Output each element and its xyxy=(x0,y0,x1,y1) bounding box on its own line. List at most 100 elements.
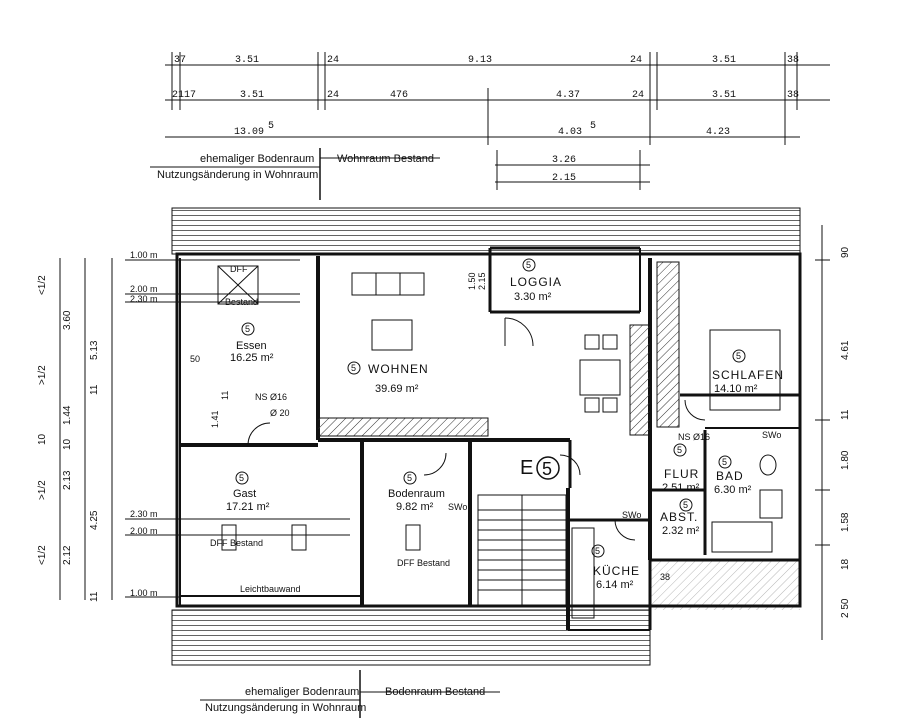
svg-text:38: 38 xyxy=(660,572,670,582)
dim-423: 4.23 xyxy=(706,127,730,138)
svg-text:FLUR: FLUR xyxy=(664,467,699,481)
top-dimension-labels: 37 3.51 24 9.13 24 3.51 38 21 17 3.51 24… xyxy=(172,55,799,184)
svg-text:5: 5 xyxy=(722,457,727,467)
svg-text:5: 5 xyxy=(595,546,600,556)
staircase xyxy=(477,494,567,606)
kitchen-block xyxy=(571,527,595,619)
bottom-note: ehemaliger Bodenraum Nutzungsänderung in… xyxy=(200,670,500,718)
svg-text:NS Ø16: NS Ø16 xyxy=(255,392,287,402)
dim-351-d: 3.51 xyxy=(712,90,736,101)
svg-text:10: 10 xyxy=(62,438,73,450)
svg-text:2 50: 2 50 xyxy=(840,598,851,618)
dim-1309-sup: 5 xyxy=(268,121,274,132)
svg-text:2.00 m: 2.00 m xyxy=(130,526,158,536)
svg-text:NS Ø16: NS Ø16 xyxy=(678,432,710,442)
dim-1309: 13.09 xyxy=(234,127,264,138)
wardrobe xyxy=(656,261,680,428)
svg-text:11: 11 xyxy=(89,591,100,602)
svg-text:90: 90 xyxy=(840,246,851,258)
svg-text:6.30 m²: 6.30 m² xyxy=(714,484,752,496)
dim-403: 4.03 xyxy=(558,127,582,138)
svg-text:5: 5 xyxy=(736,351,741,361)
furniture-wohnen xyxy=(351,272,781,413)
svg-text:2.13: 2.13 xyxy=(62,470,73,490)
dim-24-c: 24 xyxy=(327,90,339,101)
svg-text:1.50: 1.50 xyxy=(467,272,477,290)
roof-hatch-bottom-right xyxy=(650,560,800,610)
svg-text:LOGGIA: LOGGIA xyxy=(510,275,562,289)
svg-text:4.25: 4.25 xyxy=(89,510,100,530)
svg-text:5: 5 xyxy=(683,500,688,510)
dim-37: 37 xyxy=(174,55,186,66)
dim-38-a: 38 xyxy=(787,55,799,66)
svg-text:2.51 m²: 2.51 m² xyxy=(662,482,700,494)
top-dimension-chain xyxy=(165,52,830,190)
dim-476: 476 xyxy=(390,90,408,101)
svg-text:1.44: 1.44 xyxy=(62,405,73,425)
room-wohnen: 5 WOHNEN 39.69 m² xyxy=(347,361,428,395)
e5-marker: E 5 xyxy=(520,456,560,480)
svg-text:1.41: 1.41 xyxy=(210,410,220,428)
room-flur: 5 FLUR 2.51 m² xyxy=(662,443,700,494)
dim-21: 21 xyxy=(172,90,184,101)
dim-351-a: 3.51 xyxy=(235,55,259,66)
svg-text:Bodenraum: Bodenraum xyxy=(388,488,445,500)
dim-24-a: 24 xyxy=(327,55,339,66)
svg-text:50: 50 xyxy=(190,354,200,364)
note-bottom-right: Bodenraum Bestand xyxy=(385,686,485,698)
svg-text:ABST.: ABST. xyxy=(660,510,698,524)
dim-403-sup: 5 xyxy=(590,121,596,132)
svg-text:2.15: 2.15 xyxy=(477,272,487,290)
svg-text:4.61: 4.61 xyxy=(840,340,851,360)
doors xyxy=(247,317,706,541)
svg-text:SWo: SWo xyxy=(622,510,641,520)
note-top-left-1: ehemaliger Bodenraum xyxy=(200,153,314,165)
svg-text:5: 5 xyxy=(245,324,250,334)
svg-text:39.69 m²: 39.69 m² xyxy=(375,383,419,395)
svg-text:1.58: 1.58 xyxy=(840,512,851,532)
right-dimension-labels: 90 4.61 11 1.80 1.58 18 2 50 xyxy=(840,246,851,618)
note-top-left-2: Nutzungsänderung in Wohnraum xyxy=(157,169,318,181)
svg-text:10: 10 xyxy=(37,433,48,445)
svg-text:KÜCHE: KÜCHE xyxy=(593,564,640,578)
room-kuche: 5 KÜCHE 6.14 m² xyxy=(591,544,640,591)
dim-351-b: 3.51 xyxy=(712,55,736,66)
wall-counter xyxy=(317,417,489,437)
dim-326: 3.26 xyxy=(552,155,576,166)
svg-text:1.80: 1.80 xyxy=(840,450,851,470)
room-loggia: 5 LOGGIA 3.30 m² xyxy=(510,258,562,303)
svg-text:17.21 m²: 17.21 m² xyxy=(226,501,270,513)
svg-text:Leichtbauwand: Leichtbauwand xyxy=(240,584,301,594)
svg-text:5: 5 xyxy=(526,260,531,270)
svg-text:SWo: SWo xyxy=(448,502,467,512)
dim-215: 2.15 xyxy=(552,173,576,184)
bath-fixtures xyxy=(711,454,783,553)
svg-text:1.00 m: 1.00 m xyxy=(130,250,158,260)
note-bottom-left-2: Nutzungsänderung in Wohnraum xyxy=(205,702,366,714)
svg-text:SWo: SWo xyxy=(762,430,781,440)
svg-text:3.30 m²: 3.30 m² xyxy=(514,291,552,303)
dim-17: 17 xyxy=(184,90,196,101)
room-bodenraum: 5 Bodenraum 9.82 m² xyxy=(388,471,445,513)
svg-text:2.32 m²: 2.32 m² xyxy=(662,525,700,537)
svg-text:16.25 m²: 16.25 m² xyxy=(230,352,274,364)
svg-text:11: 11 xyxy=(220,391,230,400)
svg-text:DFF Bestand: DFF Bestand xyxy=(397,558,450,568)
svg-text:Essen: Essen xyxy=(236,340,267,352)
note-top-right: Wohnraum Bestand xyxy=(337,153,434,165)
left-dimension-lines xyxy=(59,258,113,600)
svg-text:E: E xyxy=(520,457,534,479)
svg-text:2.12: 2.12 xyxy=(62,545,73,565)
room-schlafen: 5 SCHLAFEN 14.10 m² xyxy=(712,349,784,395)
roof-hatch-top xyxy=(171,207,801,255)
dim-437: 4.37 xyxy=(556,90,580,101)
svg-text:SCHLAFEN: SCHLAFEN xyxy=(712,368,784,382)
dim-913: 9.13 xyxy=(468,55,492,66)
svg-text:DFF Bestand: DFF Bestand xyxy=(210,538,263,548)
room-gast: 5 Gast 17.21 m² xyxy=(226,471,270,513)
svg-text:11: 11 xyxy=(840,409,851,420)
dim-351-c: 3.51 xyxy=(240,90,264,101)
svg-text:1.00 m: 1.00 m xyxy=(130,588,158,598)
svg-text:18: 18 xyxy=(840,558,851,570)
